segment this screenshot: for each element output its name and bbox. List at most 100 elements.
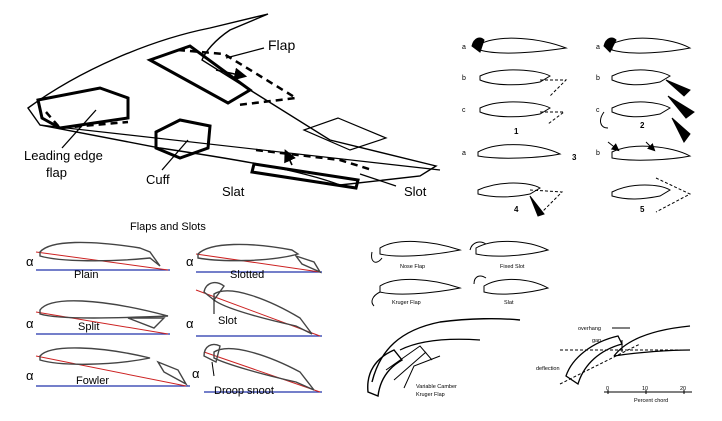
slat-shape-small	[473, 275, 487, 285]
label-droop-snoot: Droop snoot	[214, 385, 274, 397]
fowler-2b-lower	[667, 95, 695, 119]
flaps-and-slots-panel: Flaps and Slots α Plain α Slotted α Spli…	[26, 221, 322, 397]
panel-3: a 3 b	[462, 141, 692, 162]
slotted-flap-diagram: α Slotted	[186, 243, 322, 281]
letter-c-1: c	[462, 107, 466, 114]
leading-edge-flap-dashed	[45, 111, 129, 130]
vc-linkage-3	[403, 355, 441, 389]
geom-main-lower	[613, 349, 691, 357]
alpha-plain: α	[26, 254, 34, 269]
split-flap-diagram: α Split	[26, 300, 170, 335]
vc-lower-surface	[399, 338, 481, 351]
letter-a-3: a	[462, 150, 466, 157]
flap-5	[655, 177, 692, 213]
geom-main-airfoil	[613, 325, 691, 357]
flap-4b	[529, 195, 545, 217]
cuff-leader	[161, 139, 189, 171]
flap-1c	[540, 111, 566, 125]
number-3: 3	[572, 153, 577, 162]
letter-c-2: c	[596, 107, 600, 114]
slot-2a	[603, 37, 617, 53]
alpha-slot: α	[186, 316, 194, 331]
airfoil-3b	[611, 145, 692, 161]
letter-b-3: b	[596, 150, 600, 157]
wing-tip-box	[302, 117, 388, 151]
airfoil-fixed-slot	[475, 240, 550, 257]
vc-linkage-1	[385, 345, 433, 371]
airfoil-slot	[213, 290, 313, 335]
number-2: 2	[640, 121, 645, 130]
vc-flap	[367, 349, 404, 397]
numbered-airfoil-panel: a b c 1 a b c 2 a 3	[462, 37, 695, 217]
label-flap: Flap	[268, 37, 295, 53]
number-1: 1	[514, 127, 519, 136]
leading-edge-devices-panel: Nose Flap Fixed Slot Kruger Flap Slat	[371, 240, 550, 307]
tick-label-20: 20	[680, 386, 686, 392]
fowler-flap-diagram: α Fowler	[26, 347, 190, 387]
flap-1b	[540, 79, 568, 97]
droop-snoot-diagram: α Droop snoot	[192, 343, 322, 397]
airfoil-4	[477, 182, 541, 198]
flap-leader	[225, 47, 265, 59]
airfoil-5	[611, 184, 671, 200]
airfoil-2a	[611, 37, 692, 54]
nose-droop	[203, 343, 221, 364]
leading-edge-flap-shape	[36, 86, 130, 130]
slat-geometry-panel: overhang gap deflection 0 10 20 Percent …	[536, 325, 692, 404]
label-leading-edge-flap-line2: flap	[46, 165, 67, 180]
ref-fowler	[35, 355, 187, 387]
airfoil-fowler	[39, 347, 151, 365]
vc-linkage-2	[393, 351, 427, 381]
alpha-split: α	[26, 316, 34, 331]
plain-flap-diagram: α Plain	[26, 241, 170, 281]
panel-4: 4	[477, 182, 564, 217]
ref-split	[35, 311, 169, 335]
flap-split	[127, 317, 166, 329]
panel-1: a b c 1	[462, 37, 568, 136]
flap-slotted	[294, 254, 322, 274]
letter-a-1: a	[462, 44, 466, 51]
alpha-fowler: α	[26, 368, 34, 383]
fowler-2b	[665, 79, 691, 97]
nose-flap-1a	[471, 37, 485, 53]
letter-b-2: b	[596, 75, 600, 82]
letter-a-2: a	[596, 44, 600, 51]
airfoil-kruger	[379, 279, 462, 295]
slat-shape	[250, 162, 360, 190]
label-slot: Slot	[218, 315, 237, 327]
label-slotted: Slotted	[230, 269, 264, 281]
label-cuff: Cuff	[146, 172, 170, 187]
kruger-shape	[371, 291, 381, 307]
alpha-droop: α	[192, 366, 200, 381]
cuff-shape	[154, 118, 212, 160]
airfoil-slotted	[197, 243, 300, 262]
label-split: Split	[78, 321, 99, 333]
wing-diagram: Flap Leading edge flap Cuff Slat Slot	[24, 13, 441, 199]
fixed-slot-shape	[469, 241, 487, 251]
label-fowler: Fowler	[76, 375, 109, 387]
alpha-slotted: α	[186, 254, 194, 269]
label-gap: gap	[592, 338, 601, 344]
label-slot: Slot	[404, 184, 427, 199]
airfoil-1b	[479, 69, 551, 86]
label-fixed-slot: Fixed Slot	[500, 264, 525, 270]
ref-slotted	[195, 253, 321, 273]
airfoil-1a	[479, 37, 568, 54]
label-variable-camber-1: Variable Camber	[416, 384, 457, 390]
label-slat-small: Slat	[504, 300, 514, 306]
panel-2: a b c 2	[596, 37, 695, 143]
airfoil-2c	[611, 101, 671, 118]
ref-droop	[203, 351, 321, 393]
slot-leader	[359, 173, 397, 187]
flap-shape	[146, 44, 253, 105]
label-deflection: deflection	[536, 366, 560, 372]
airfoil-slat	[483, 278, 550, 295]
label-nose-flap: Nose Flap	[400, 264, 425, 270]
variable-camber-panel: Variable Camber Kruger Flap	[367, 317, 521, 398]
flap-fowler	[156, 360, 188, 386]
flap-arrow	[215, 67, 248, 81]
letter-b-1: b	[462, 75, 466, 82]
label-plain: Plain	[74, 269, 98, 281]
droop-leader	[211, 361, 215, 377]
